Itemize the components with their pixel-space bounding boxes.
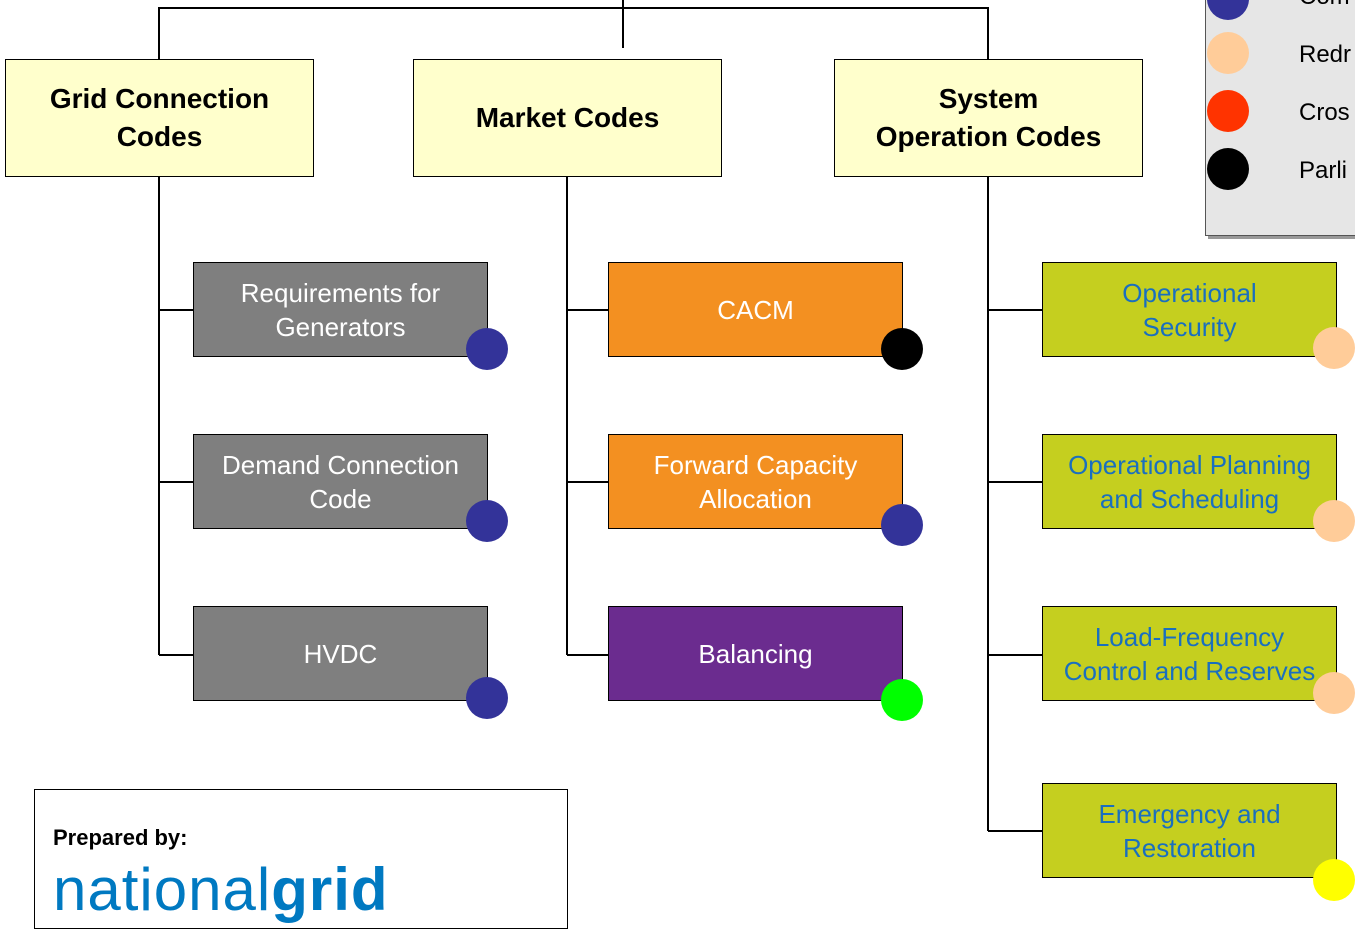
legend-panel: Com Redr Cros Parli: [1205, 0, 1355, 236]
logo-text-bold: grid: [271, 856, 389, 923]
status-dot-yellow: [1313, 859, 1355, 901]
code-label: HVDC: [303, 638, 378, 669]
legend-dot: [1207, 90, 1249, 132]
status-dot-blue: [466, 500, 508, 542]
code-label: Operational Planning: [1068, 449, 1311, 480]
category-label: Operation Codes: [875, 121, 1102, 152]
code-label: Generators: [275, 311, 406, 342]
legend-label: Parli: [1299, 157, 1348, 184]
code-box-balancing: Balancing: [608, 606, 903, 701]
status-dot-black: [881, 328, 923, 370]
legend-label: Redr: [1299, 41, 1352, 68]
legend-dot: [1207, 0, 1249, 20]
code-box-hvdc: HVDC: [193, 606, 488, 701]
status-dot-green: [881, 679, 923, 721]
code-label: Demand Connection: [221, 449, 460, 480]
code-label: Code: [309, 483, 372, 514]
legend-dot: [1207, 148, 1249, 190]
category-label: Grid Connection: [49, 83, 270, 114]
legend-label: Com: [1299, 0, 1350, 11]
connector-lines: [158, 0, 1043, 832]
code-label: Forward Capacity: [653, 449, 858, 480]
status-dot-blue: [881, 504, 923, 546]
code-label: Allocation: [699, 483, 812, 514]
code-box-cacm: CACM: [608, 262, 903, 357]
code-label: and Scheduling: [1099, 483, 1280, 514]
logo-text-regular: national: [53, 856, 272, 923]
legend-dot: [1207, 32, 1249, 74]
code-label: Operational: [1122, 277, 1257, 308]
code-label: Load-Frequency: [1094, 621, 1285, 652]
status-dot-blue: [466, 328, 508, 370]
status-dot-peach: [1313, 500, 1355, 542]
legend-label: Cros: [1299, 99, 1350, 126]
code-label: Restoration: [1123, 832, 1256, 863]
category-label: Market Codes: [475, 102, 660, 133]
status-dot-peach: [1313, 327, 1355, 369]
code-label: Security: [1142, 311, 1237, 342]
status-dot-peach: [1313, 672, 1355, 714]
national-grid-logo: nationalgrid: [53, 860, 389, 920]
prepared-by-box: Prepared by: nationalgrid: [34, 789, 568, 929]
code-label: Requirements for: [240, 277, 441, 308]
code-label: CACM: [717, 294, 794, 325]
category-market-codes: Market Codes: [413, 59, 722, 177]
code-label: Balancing: [698, 638, 813, 669]
category-label: Codes: [116, 121, 203, 152]
category-label: System: [938, 83, 1039, 114]
prepared-by-label: Prepared by:: [53, 825, 188, 850]
status-dot-blue: [466, 677, 508, 719]
code-label: Control and Reserves: [1063, 655, 1316, 686]
code-label: Emergency and: [1098, 798, 1281, 829]
